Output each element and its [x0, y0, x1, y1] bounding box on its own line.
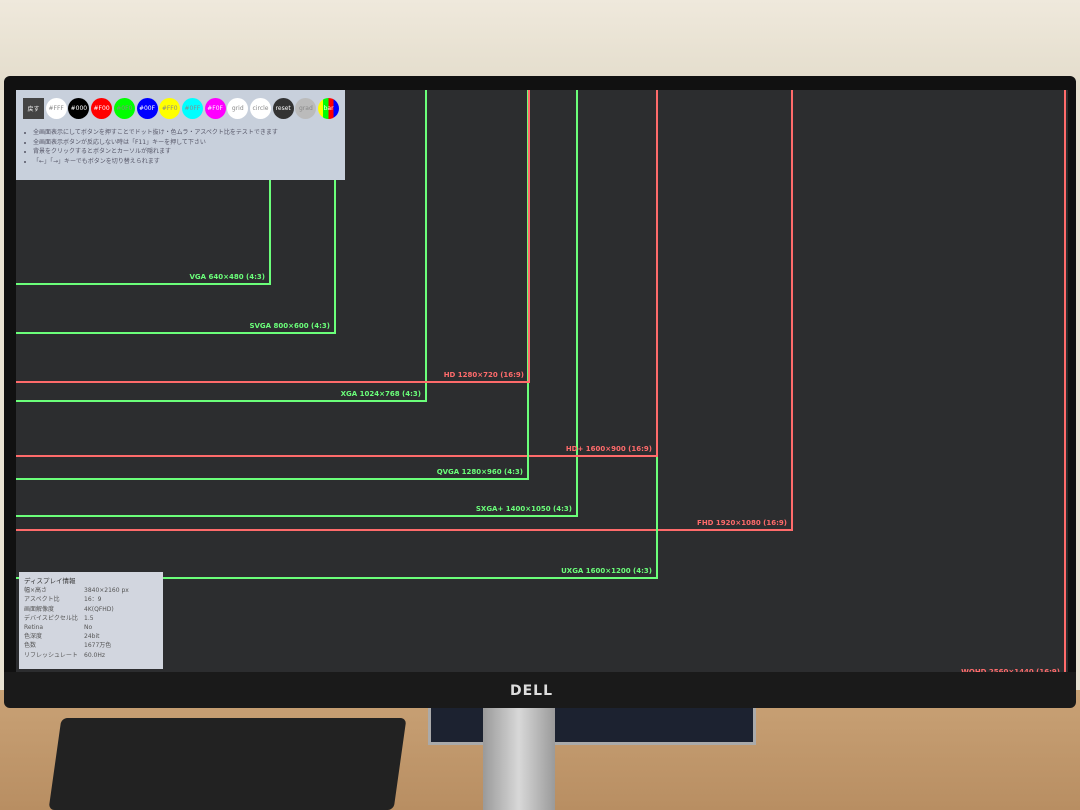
color-button[interactable]: #F0F — [204, 98, 226, 119]
resolution-frame: SVGA 800×600 (4:3) — [16, 90, 336, 334]
info-value: 16：9 — [84, 596, 102, 604]
resolution-frame: SXGA+ 1400×1050 (4:3) — [16, 90, 578, 517]
info-title: ディスプレイ情報 — [24, 577, 76, 585]
color-button[interactable]: #000 — [68, 98, 90, 119]
info-row: リフレッシュレート 60.0Hz — [24, 651, 158, 660]
info-value: No — [84, 624, 93, 632]
resolution-label: UXGA 1600×1200 (4:3) — [561, 567, 652, 575]
monitor-chin — [4, 672, 1076, 708]
info-value: 1.5 — [84, 614, 94, 622]
info-value: 1677万色 — [84, 642, 112, 650]
info-value: 3840×2160 px — [84, 587, 129, 595]
color-button[interactable]: #0FF — [181, 98, 203, 119]
color-button[interactable]: #FFF — [45, 98, 67, 119]
screen[interactable]: WQHD 2560×1440 (16:9) FHD 1920×1080 (16:9… — [16, 90, 1068, 672]
resolution-frame: XGA 1024×768 (4:3) — [16, 90, 427, 402]
info-row: 幅×高さ 3840×2160 px — [24, 586, 158, 595]
resolution-frame: VGA 640×480 (4:3) — [16, 90, 271, 285]
resolution-frame: FHD 1920×1080 (16:9) — [16, 90, 793, 531]
color-button[interactable]: circle — [250, 98, 271, 119]
info-value: 24bit — [84, 633, 100, 641]
monitor-stand — [483, 706, 555, 810]
info-key: デバイスピクセル比 — [24, 614, 78, 622]
color-button[interactable]: grid — [227, 98, 249, 119]
resolution-label: SVGA 800×600 (4:3) — [249, 322, 330, 330]
resolution-label: FHD 1920×1080 (16:9) — [697, 519, 787, 527]
resolution-label: XGA 1024×768 (4:3) — [340, 390, 421, 398]
color-button[interactable]: #0F0 — [113, 98, 135, 119]
color-button[interactable]: #FF0 — [159, 98, 181, 119]
info-row: デバイスピクセル比 1.5 — [24, 614, 158, 623]
resolution-frame: WQHD 2560×1440 (16:9) — [16, 90, 1066, 672]
info-row: Retina No — [24, 623, 158, 632]
resolution-label: QVGA 1280×960 (4:3) — [436, 468, 523, 476]
tip-item: 全画面表示ボタンが反応しない時は「F11」キーを押して下さい — [24, 138, 278, 148]
info-key: 色数 — [24, 642, 37, 650]
wall — [0, 0, 1080, 90]
tip-item: 「←」「→」キーでもボタンを切り替えられます — [24, 157, 278, 167]
resolution-label: WQHD 2560×1440 (16:9) — [961, 668, 1060, 672]
info-row: アスペクト比 16：9 — [24, 595, 158, 604]
resolution-label: HD+ 1600×900 (16:9) — [565, 445, 652, 453]
keyboard — [48, 718, 407, 810]
laptop — [428, 703, 756, 745]
info-key: リフレッシュレート — [24, 651, 78, 659]
resolution-label: VGA 640×480 (4:3) — [189, 273, 265, 281]
color-button[interactable]: grad — [295, 98, 317, 119]
color-button[interactable]: #00F — [136, 98, 158, 119]
tips-list: 全画面表示にしてボタンを押すことでドット抜け・色ムラ・アスペクト比をテストできま… — [24, 128, 278, 166]
color-button[interactable]: #F00 — [91, 98, 113, 119]
info-row: 画面解像度 4K(QFHD) — [24, 605, 158, 614]
info-key: Retina — [24, 624, 44, 632]
info-key: 幅×高さ — [24, 587, 48, 595]
info-key: 画面解像度 — [24, 605, 55, 613]
info-value: 60.0Hz — [84, 651, 106, 659]
info-value: 4K(QFHD) — [84, 605, 114, 613]
resolution-label: HD 1280×720 (16:9) — [443, 371, 524, 379]
info-row: 色数 1677万色 — [24, 641, 158, 650]
color-button[interactable]: reset — [272, 98, 294, 119]
resolution-label: SXGA+ 1400×1050 (4:3) — [475, 505, 572, 513]
tip-item: 全画面表示にしてボタンを押すことでドット抜け・色ムラ・アスペクト比をテストできま… — [24, 128, 278, 138]
resolution-frame: HD+ 1600×900 (16:9) — [16, 90, 658, 457]
brand-logo: DELL — [510, 683, 554, 699]
resolution-frame: HD 1280×720 (16:9) — [16, 90, 530, 383]
back-button[interactable]: 戻す — [23, 98, 44, 119]
info-row: 色深度 24bit — [24, 632, 158, 641]
tip-item: 背景をクリックするとボタンとカーソルが隠れます — [24, 147, 278, 157]
info-key: 色深度 — [24, 633, 43, 641]
info-key: アスペクト比 — [24, 596, 60, 604]
color-button[interactable]: bar — [318, 98, 340, 119]
